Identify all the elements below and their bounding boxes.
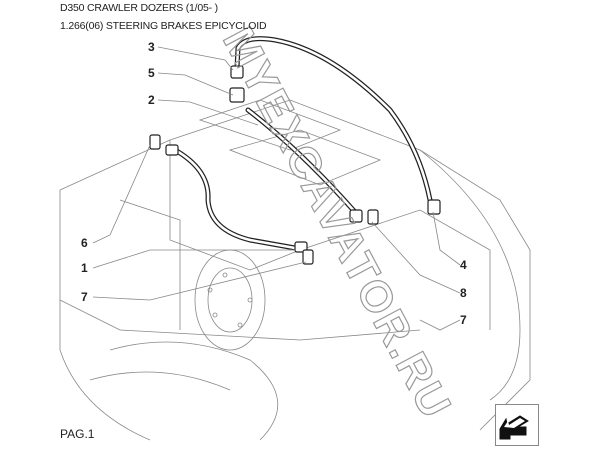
page-label: PAG.1 [60,427,95,441]
fittings [149,65,441,265]
callout-2: 2 [148,93,155,107]
callout-3: 3 [148,40,155,54]
arrow-next-page-icon [499,415,529,440]
callout-7-left: 7 [81,290,88,304]
watermark: MYEXCAVATOR.RU [213,20,461,427]
machine-body-outline [59,99,531,441]
model-title: D350 CRAWLER DOZERS (1/05- ) [60,2,218,14]
callout-1: 1 [81,261,88,275]
callout-8: 8 [460,286,467,300]
section-title: 1.266(06) STEERING BRAKES EPICYCLOID [60,20,267,32]
next-page-button[interactable] [495,404,539,446]
callout-6: 6 [81,236,88,250]
callout-5: 5 [148,66,155,80]
leader-lines [92,46,461,331]
callout-7-right: 7 [460,313,467,327]
callout-4: 4 [460,258,467,272]
